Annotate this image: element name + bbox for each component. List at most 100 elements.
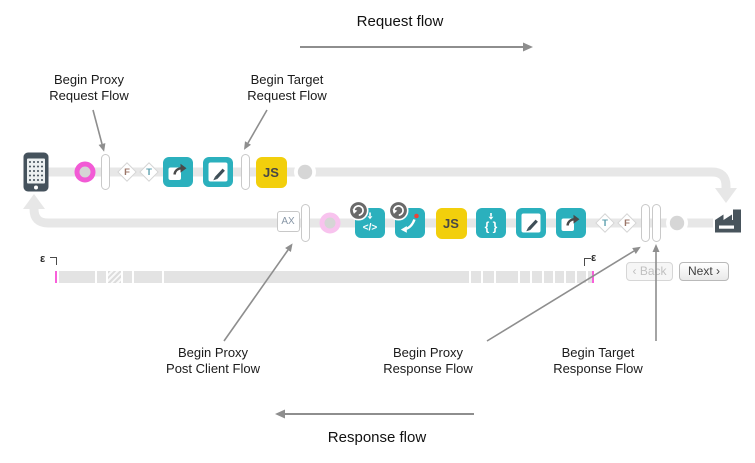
ax-box: AX xyxy=(276,210,300,232)
timeline-end-tick xyxy=(592,271,594,283)
condition-false-diamond[interactable]: F xyxy=(616,212,639,235)
label-line: Request Flow xyxy=(49,88,129,103)
next-button[interactable]: Next › xyxy=(679,262,729,281)
label-line: Request Flow xyxy=(247,88,327,103)
timeline-segment[interactable] xyxy=(544,271,553,283)
arrow-begin-target-request-flow xyxy=(244,109,268,150)
callout-policy-icon[interactable] xyxy=(556,208,586,238)
flow-pill-shape xyxy=(300,204,310,242)
response-flow-title: Response flow xyxy=(327,429,427,446)
route-policy-icon[interactable] xyxy=(388,200,425,238)
label-line: Begin Target xyxy=(561,345,635,360)
svg-text:</>: </> xyxy=(363,223,378,234)
ring-marker-glyph xyxy=(74,161,96,183)
diamond-letter: T xyxy=(602,217,608,229)
code-glyph: </> xyxy=(363,212,378,234)
factory-glyph xyxy=(714,209,741,233)
begin-proxy-request-flow-step[interactable] xyxy=(100,154,110,190)
request-sent-marker[interactable] xyxy=(293,160,317,184)
condition-true-diamond[interactable]: T xyxy=(138,161,161,184)
timeline-segment[interactable] xyxy=(520,271,530,283)
pencil-glyph xyxy=(208,162,228,182)
label-line: Response Flow xyxy=(553,361,643,376)
epsilon-left-bracket xyxy=(50,257,57,265)
timeline-segment[interactable] xyxy=(134,271,162,283)
assign-message-policy-icon[interactable] xyxy=(516,208,546,238)
target-factory-icon[interactable] xyxy=(713,205,744,233)
phone-glyph xyxy=(23,152,49,192)
begin-proxy-request-flow-label: Begin Proxy Request Flow xyxy=(24,72,154,104)
flow-pill-shape xyxy=(651,204,661,242)
pencil-tile xyxy=(516,208,546,238)
route-tile xyxy=(395,208,425,238)
begin-target-response-flow-label: Begin Target Response Flow xyxy=(533,345,663,377)
begin-proxy-response-flow-step[interactable] xyxy=(640,204,650,242)
label-line: Begin Proxy xyxy=(177,345,249,360)
timeline-segment[interactable] xyxy=(97,271,106,283)
begin-proxy-post-client-flow-step[interactable] xyxy=(300,204,310,242)
share-arrow-glyph xyxy=(168,163,187,180)
timeline-segment[interactable] xyxy=(471,271,481,283)
request-start-marker[interactable] xyxy=(72,159,98,185)
begin-target-request-flow-label: Begin Target Request Flow xyxy=(222,72,352,104)
svg-text:{ }: { } xyxy=(485,220,498,234)
request-flow-title: Request flow xyxy=(356,13,444,30)
timeline-segment-hatched[interactable] xyxy=(108,271,121,283)
arrow-begin-proxy-request-flow xyxy=(92,109,106,152)
timeline-segment[interactable] xyxy=(555,271,564,283)
begin-target-request-flow-step[interactable] xyxy=(240,154,250,190)
begin-proxy-post-client-flow-label: Begin Proxy Post Client Flow xyxy=(148,345,278,377)
condition-true-diamond[interactable]: T xyxy=(594,212,617,235)
begin-target-response-flow-step[interactable] xyxy=(651,204,661,242)
request-flow-direction-arrow xyxy=(300,42,533,52)
share-arrow-glyph xyxy=(561,214,580,231)
javascript-policy-icon[interactable]: JS xyxy=(255,156,287,188)
timeline-segment[interactable] xyxy=(59,271,95,283)
javascript-policy-icon[interactable]: JS xyxy=(435,207,467,239)
client-phone-icon[interactable] xyxy=(23,152,49,192)
epsilon-left-marker: ε xyxy=(40,253,46,265)
xml-to-json-policy-icon[interactable]: </> xyxy=(348,200,385,238)
extract-variables-policy-icon[interactable]: { } xyxy=(476,208,506,238)
diamond-letter: F xyxy=(624,217,630,229)
trace-timeline[interactable] xyxy=(55,271,595,283)
callout-policy-icon[interactable] xyxy=(163,157,193,187)
timeline-segment[interactable] xyxy=(566,271,575,283)
timeline-segment[interactable] xyxy=(483,271,494,283)
arrow-begin-proxy-response-flow xyxy=(486,246,641,342)
assign-message-policy-icon[interactable] xyxy=(203,157,233,187)
response-received-marker[interactable] xyxy=(665,211,689,235)
arrow-begin-target-response-flow xyxy=(652,244,660,341)
label-line: Begin Proxy xyxy=(53,72,125,87)
timeline-segment[interactable] xyxy=(164,271,469,283)
diamond-letter: T xyxy=(146,166,152,178)
response-flow-direction-arrow xyxy=(275,409,474,419)
timeline-segment[interactable] xyxy=(577,271,586,283)
back-button[interactable]: ‹ Back xyxy=(626,262,673,281)
condition-false-diamond[interactable]: F xyxy=(116,161,139,184)
dot-marker-glyph xyxy=(666,212,688,234)
iteration-badge xyxy=(388,200,409,221)
flow-pill-shape xyxy=(100,154,110,190)
response-start-marker[interactable] xyxy=(317,210,343,236)
js-tile: JS xyxy=(435,207,467,239)
timeline-start-tick xyxy=(55,271,57,283)
timeline-segment[interactable] xyxy=(496,271,518,283)
analytics-step[interactable]: AX xyxy=(276,210,300,232)
braces-glyph: { } xyxy=(485,213,498,234)
timeline-segment[interactable] xyxy=(123,271,132,283)
label-line: Begin Proxy xyxy=(392,345,464,360)
label-line: Post Client Flow xyxy=(166,361,260,376)
diamond-letter: F xyxy=(124,166,130,178)
share-tile xyxy=(163,157,193,187)
arrow-begin-proxy-post-client-flow xyxy=(223,243,293,342)
ring-marker-glyph xyxy=(319,212,341,234)
pencil-tile xyxy=(203,157,233,187)
route-arrow-glyph xyxy=(400,213,419,233)
label-line: Response Flow xyxy=(383,361,473,376)
timeline-segment[interactable] xyxy=(532,271,542,283)
begin-proxy-response-flow-label: Begin Proxy Response Flow xyxy=(363,345,493,377)
flow-pill-shape xyxy=(640,204,650,242)
epsilon-right-bracket xyxy=(584,258,591,266)
flow-pill-shape xyxy=(240,154,250,190)
